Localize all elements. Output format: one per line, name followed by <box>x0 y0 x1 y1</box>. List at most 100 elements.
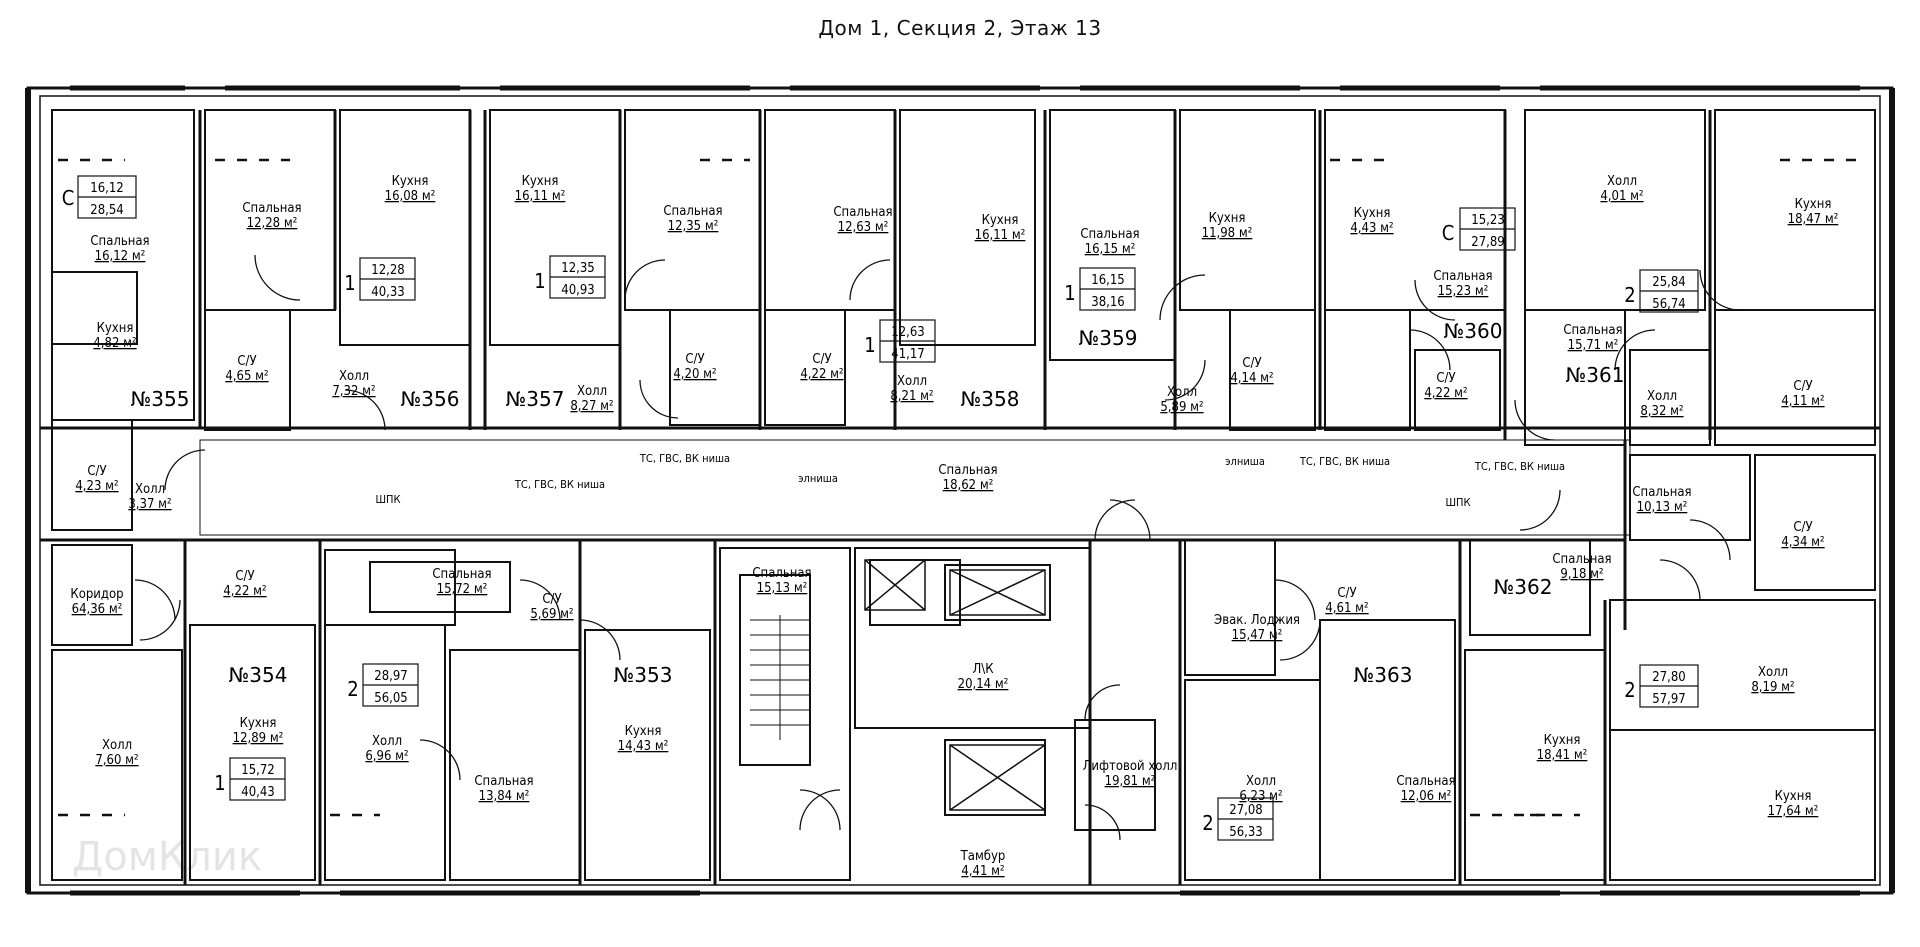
apt-363-type: 2 <box>1202 811 1213 835</box>
room-area: 12,28 м² <box>247 216 298 231</box>
room-name: Кухня <box>1354 206 1391 221</box>
room-area: 4,82 м² <box>93 336 136 351</box>
apt-number-353: №353 <box>614 663 673 687</box>
room-area: 7,60 м² <box>95 753 138 768</box>
apt-363-total: 56,33 <box>1229 825 1262 840</box>
apt-357-total: 40,93 <box>561 283 594 298</box>
apt-353-total: 56,05 <box>374 691 407 706</box>
inner-wall <box>39 95 1881 886</box>
room-name: С/У <box>237 354 256 369</box>
room-area: 4,41 м² <box>961 864 1004 879</box>
apt-362-type: 2 <box>1624 678 1635 702</box>
utility-note: ШПК <box>1445 496 1470 509</box>
room-name: Холл <box>1246 774 1276 789</box>
apt-353-type: 2 <box>347 677 358 701</box>
room-name: С/У <box>87 464 106 479</box>
apt-357-type: 1 <box>534 269 545 293</box>
apt-number-356: №356 <box>401 387 460 411</box>
utility-note: ТС, ГВС, ВК ниша <box>1299 455 1390 468</box>
room-area: 16,12 м² <box>95 249 146 264</box>
apt-358-type: 1 <box>864 333 875 357</box>
apt-number-361: №361 <box>1566 363 1625 387</box>
room-area: 11,98 м² <box>1202 226 1253 241</box>
room-name: Холл <box>1607 174 1637 189</box>
apt-354-total: 40,43 <box>241 785 274 800</box>
apt-354-living: 15,72 <box>241 763 274 778</box>
room-name: Кухня <box>240 716 277 731</box>
room-name: Спальная <box>752 566 811 581</box>
room-area: 16,15 м² <box>1085 242 1136 257</box>
room-area: 14,43 м² <box>618 739 669 754</box>
apt-353-living: 28,97 <box>374 669 407 684</box>
room-area: 15,23 м² <box>1438 284 1489 299</box>
room-area: 15,71 м² <box>1568 338 1619 353</box>
apt-356-living: 12,28 <box>371 263 404 278</box>
apt-358-living: 12,63 <box>891 325 924 340</box>
apt-358-total: 41,17 <box>891 347 924 362</box>
room-name: Кухня <box>1209 211 1246 226</box>
room-name: Спальная <box>938 463 997 478</box>
room-name: Коридор <box>70 587 123 602</box>
apt-number-362: №362 <box>1494 575 1553 599</box>
apt-359-type: 1 <box>1064 281 1075 305</box>
room-area: 19,81 м² <box>1105 774 1156 789</box>
room-name: Спальная <box>1080 227 1139 242</box>
room-area: 12,06 м² <box>1401 789 1452 804</box>
room-area: 4,23 м² <box>75 479 118 494</box>
room-name: Спальная <box>242 201 301 216</box>
room-name: С/У <box>685 352 704 367</box>
room-name: Кухня <box>625 724 662 739</box>
room-area: 16,11 м² <box>975 228 1026 243</box>
room-name: Кухня <box>982 213 1019 228</box>
apt-362-living: 27,80 <box>1652 670 1685 685</box>
room-name: Кухня <box>1544 733 1581 748</box>
room-area: 12,63 м² <box>838 220 889 235</box>
room-name: С/У <box>1337 586 1356 601</box>
apt-number-358: №358 <box>961 387 1020 411</box>
room-area: 4,14 м² <box>1230 371 1273 386</box>
room-area: 12,35 м² <box>668 219 719 234</box>
room-area: 13,84 м² <box>479 789 530 804</box>
utility-note: ТС, ГВС, ВК ниша <box>1474 460 1565 473</box>
room-name: С/У <box>1793 520 1812 535</box>
room-name: Спальная <box>833 205 892 220</box>
apt-361-living: 25,84 <box>1652 275 1685 290</box>
room-name: Кухня <box>522 174 559 189</box>
apt-359-total: 38,16 <box>1091 295 1124 310</box>
apt-number-354: №354 <box>229 663 288 687</box>
apt-359-living: 16,15 <box>1091 273 1124 288</box>
apt-361-type: 2 <box>1624 283 1635 307</box>
room-area: 7,32 м² <box>332 384 375 399</box>
room-area: 16,11 м² <box>515 189 566 204</box>
apt-number-355: №355 <box>131 387 190 411</box>
room-name: Тамбур <box>960 849 1006 864</box>
utility-note: ТС, ГВС, ВК ниша <box>514 478 605 491</box>
room-area: 17,64 м² <box>1768 804 1819 819</box>
apt-360-total: 27,89 <box>1471 235 1504 250</box>
room-area: 6,23 м² <box>1239 789 1282 804</box>
room-name: Холл <box>1758 665 1788 680</box>
room-area: 15,72 м² <box>437 582 488 597</box>
room-area: 4,61 м² <box>1325 601 1368 616</box>
room-area: 4,01 м² <box>1600 189 1643 204</box>
watermark-text: ДомКлик <box>72 834 262 880</box>
room-name: Спальная <box>663 204 722 219</box>
room-name: С/У <box>235 569 254 584</box>
apt-356-type: 1 <box>344 271 355 295</box>
room-area: 4,20 м² <box>673 367 716 382</box>
room-name: Холл <box>102 738 132 753</box>
room-name: Холл <box>577 384 607 399</box>
room-name: Спальная <box>1552 552 1611 567</box>
apt-355-living: 16,12 <box>90 181 123 196</box>
apt-number-360: №360 <box>1444 319 1503 343</box>
room-name: Спальная <box>1632 485 1691 500</box>
room-name: Спальная <box>432 567 491 582</box>
room-name: Холл <box>1647 389 1677 404</box>
utility-note: ТС, ГВС, ВК ниша <box>639 452 730 465</box>
room-area: 12,89 м² <box>233 731 284 746</box>
room-name: Кухня <box>97 321 134 336</box>
apt-356-total: 40,33 <box>371 285 404 300</box>
room-area: 4,34 м² <box>1781 535 1824 550</box>
apt-number-363: №363 <box>1354 663 1413 687</box>
